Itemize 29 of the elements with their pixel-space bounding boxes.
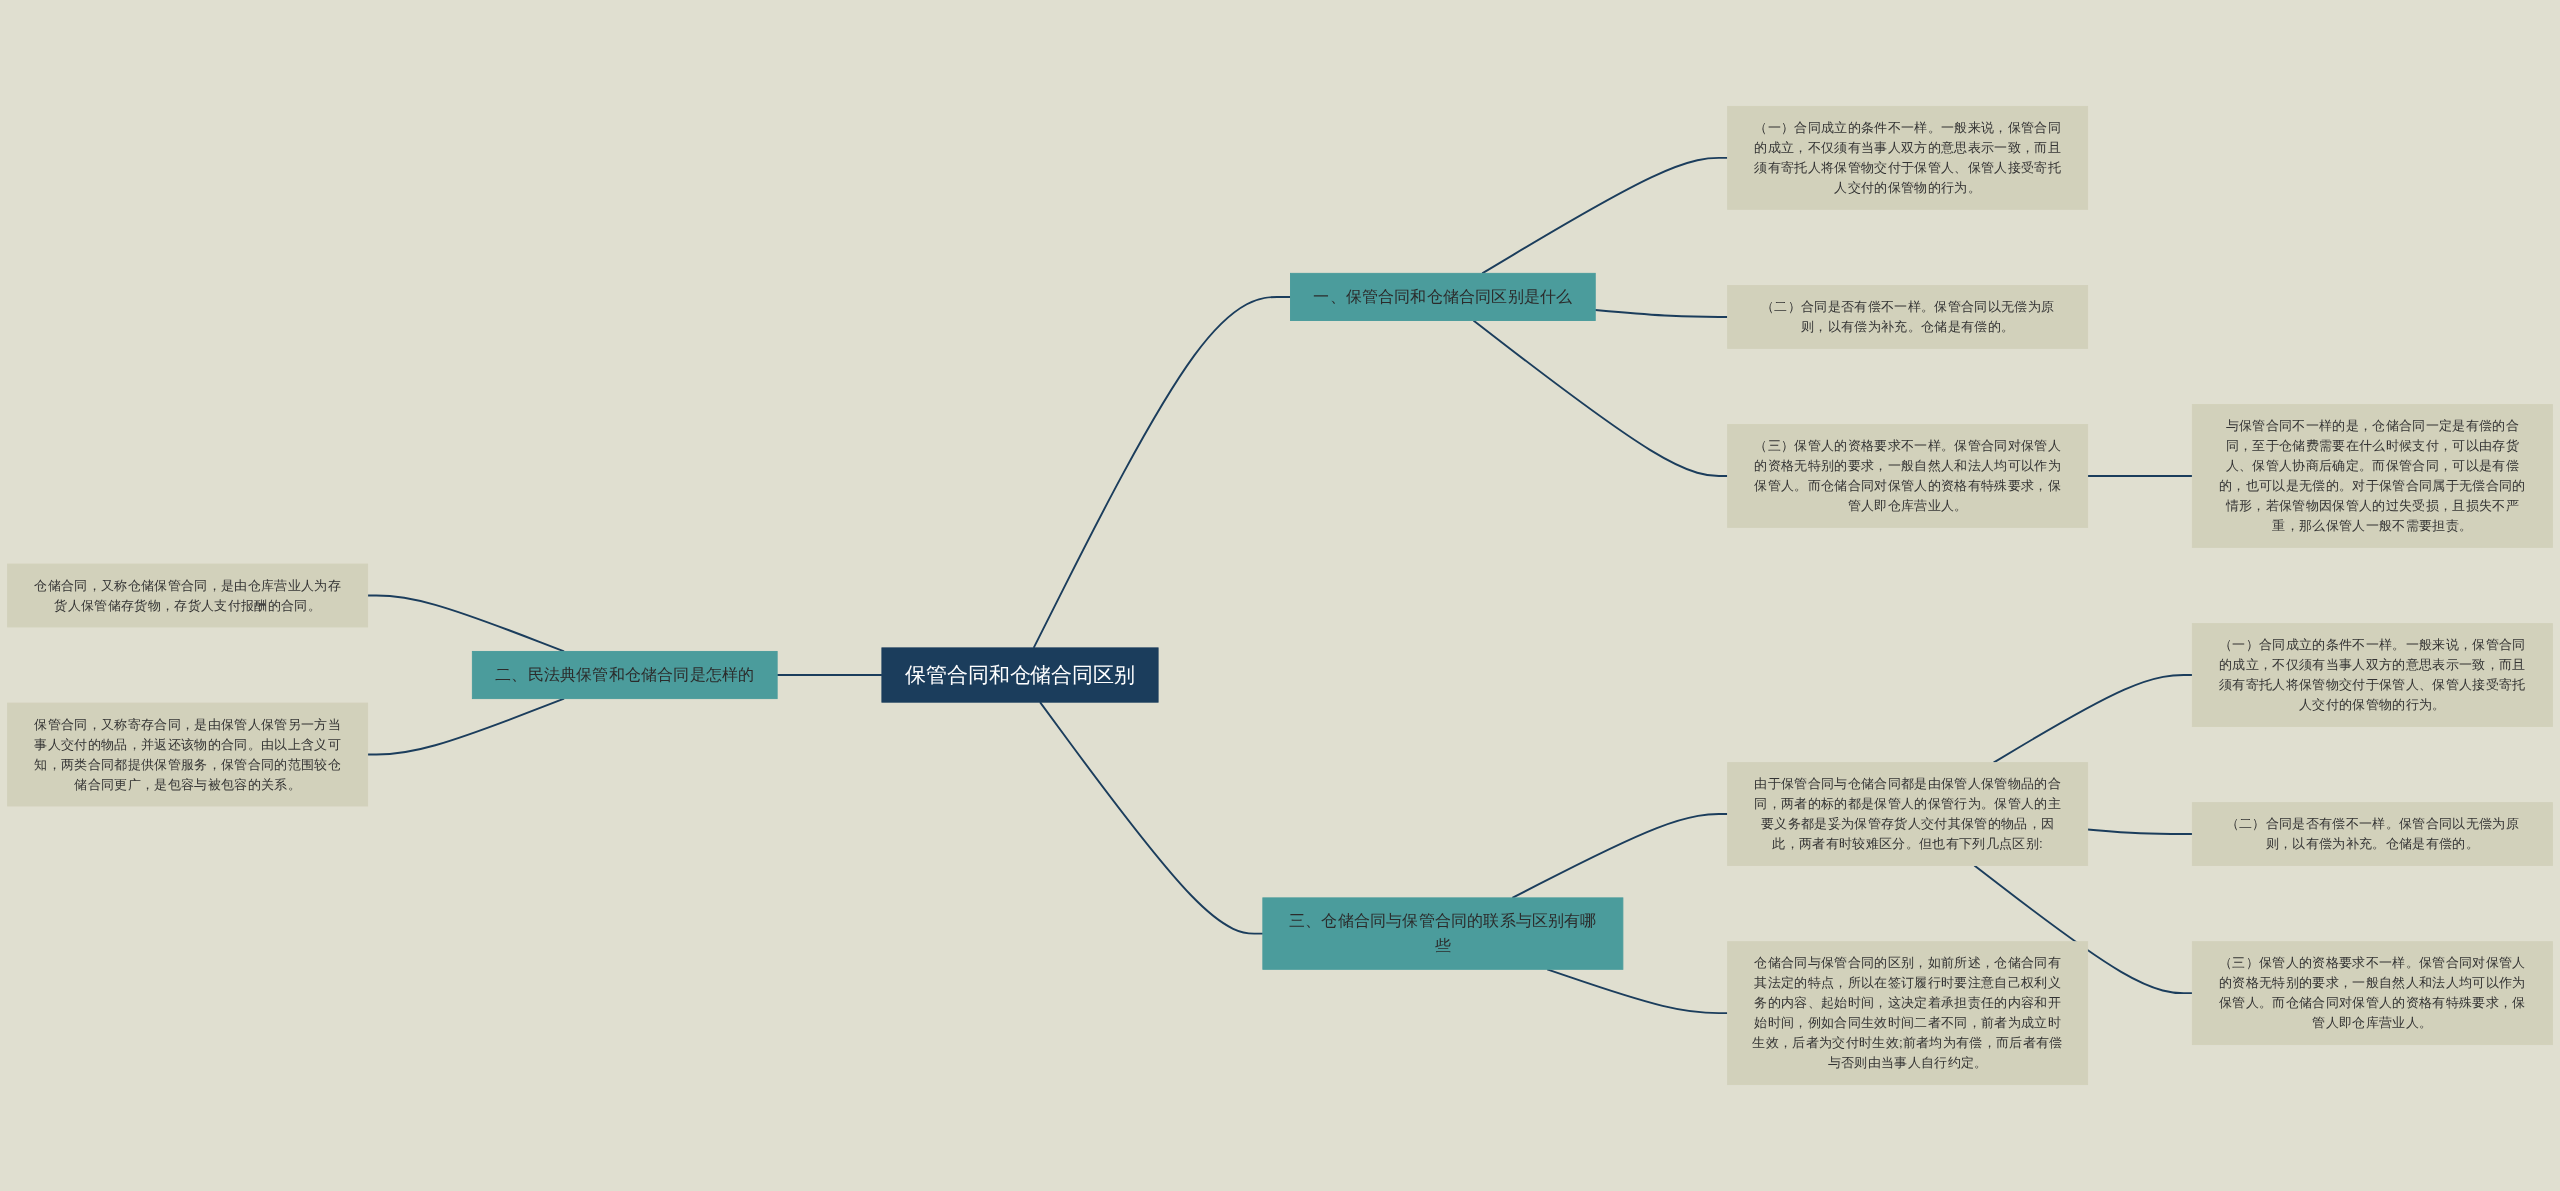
- connector: [1511, 813, 1729, 899]
- node-box: 三、仓储合同与保管合同的联系与区别有哪些: [1262, 897, 1624, 970]
- node-box: （三）保管人的资格要求不一样。保管合同对保管人的资格无特别的要求，一般自然人和法人均可以作为保管人。而仓储合同对保管人的资格有特殊要求，保管人即仓库营业人。: [2191, 941, 2553, 1046]
- connector: [1481, 156, 1729, 275]
- node-box: 一、保管合同和仓储合同区别是什么: [1290, 272, 1596, 321]
- connector: [2086, 828, 2194, 836]
- node-box: （三）保管人的资格要求不一样。保管合同对保管人的资格无特别的要求，一般自然人和法人均可以作为保管人。而仓储合同对保管人的资格有特殊要求，保管人即仓库营业人。: [1727, 424, 2089, 528]
- node-box: 由于保管合同与仓储合同都是由保管人保管物品的合同，两者的标的都是保管人的保管行为。保管人的主要义务都是妥为保管存货人交付其保管的物品，因此，两者有时较难区分。但也有下列几点区别:: [1727, 762, 2089, 866]
- connector: [366, 594, 566, 653]
- node-box: 二、民法典保管和仓储合同是怎样的: [471, 650, 778, 700]
- node-box: （二）合同是否有偿不一样。保管合同以无偿为原则，以有偿为补充。仓储是有偿的。: [2191, 802, 2553, 866]
- connector: [1472, 319, 1729, 477]
- node-box: 仓储合同，又称仓储保管合同，是由仓库营业人为存货人保管储存货物，存货人支付报酬的合同。: [7, 563, 369, 628]
- node-box: （一）合同成立的条件不一样。一般来说，保管合同的成立，不仅须有当事人双方的意思表示一致，而且须有寄托人将保管物交付于保管人、保管人接受寄托人交付的保管物的行为。: [1727, 105, 2089, 210]
- connector: [1546, 968, 1729, 1015]
- node-box: （二）合同是否有偿不一样。保管合同以无偿为原则，以有偿为补充。仓储是有偿的。: [1727, 285, 2089, 349]
- node-box: 与保管合同不一样的是，仓储合同一定是有偿的合同，至于仓储费需要在什么时候支付，可以由存货人、保管人协商后确定。而保管合同，可以是有偿的，也可以是无偿的。对于保管合同属于无偿合同的情形，若保管物因保管人的过失受损，且损失不严重，那么保管人一般不需要担责。: [2191, 404, 2553, 548]
- connector: [1594, 309, 1729, 318]
- connector: [366, 697, 566, 756]
- node-box: 仓储合同与保管合同的区别，如前所述，仓储合同有其法定的特点，所以在签订履行时要注意自己权利义务的内容、起始时间，这决定着承担责任的内容和开始时间，例如合同生效时间二者不同，前者为成立时生效，后者为交付时生效;前者均为有偿，而后者有偿与否则由当事人自行约定。: [1727, 941, 2089, 1086]
- connector: [776, 674, 883, 676]
- connector: [1973, 864, 2194, 995]
- node-box: 保管合同和仓储合同区别: [881, 647, 1159, 703]
- connector: [1032, 296, 1292, 649]
- node-box: （一）合同成立的条件不一样。一般来说，保管合同的成立，不仅须有当事人双方的意思表示一致，而且须有寄托人将保管物交付于保管人、保管人接受寄托人交付的保管物的行为。: [2191, 623, 2553, 727]
- connector: [2086, 475, 2194, 477]
- connector: [1039, 701, 1264, 935]
- node-box: 保管合同，又称寄存合同，是由保管人保管另一方当事人交付的物品，并返还该物的合同。由以上含义可知，两类合同都提供保管服务，保管合同的范围较仓储合同更广，是包容与被包容的关系。: [7, 702, 369, 807]
- connector: [1992, 674, 2194, 764]
